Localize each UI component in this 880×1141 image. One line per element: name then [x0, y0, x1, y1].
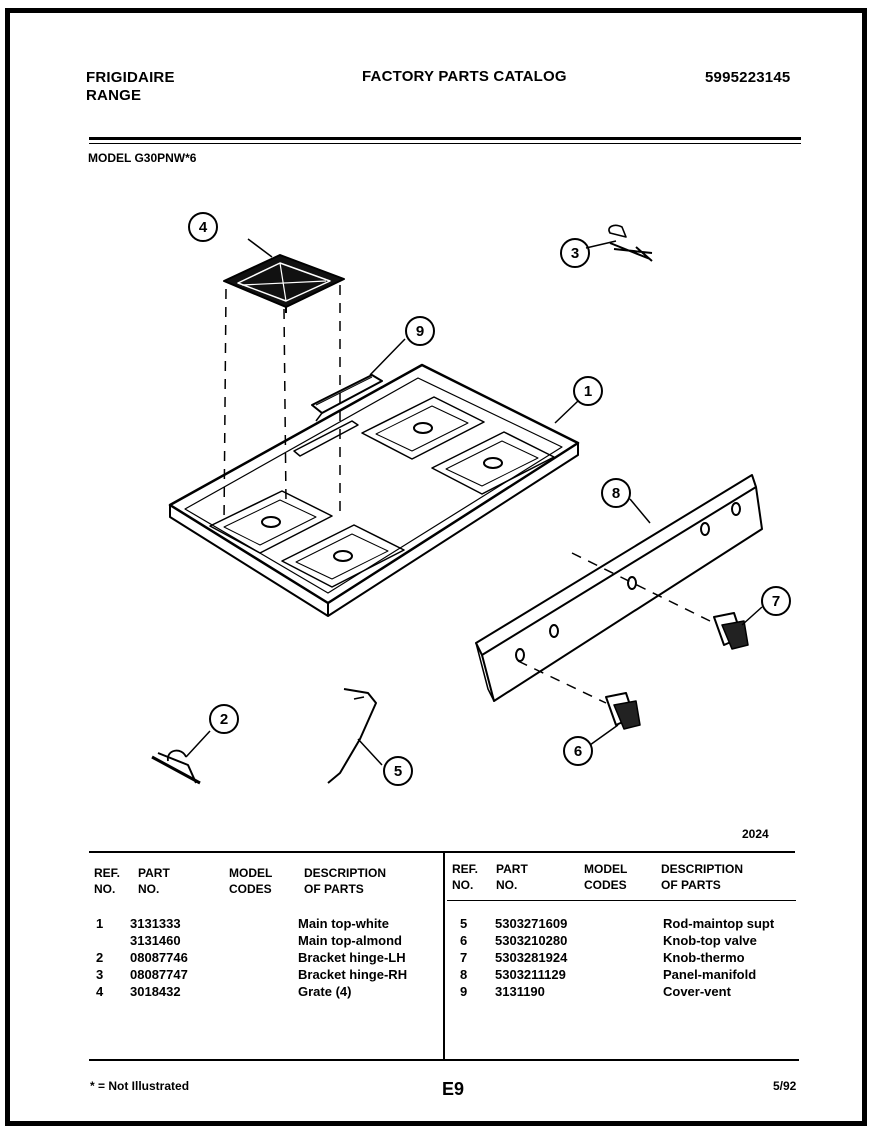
- part-knob-thermo: [713, 606, 763, 650]
- left-row-1-part: 3131333: [130, 916, 181, 931]
- figure-code: 2024: [742, 827, 769, 841]
- callout-4: 4: [199, 219, 208, 236]
- callout-3: 3: [571, 245, 579, 262]
- left-row-4-ref: 3: [96, 967, 104, 982]
- part-bracket-hinge-lh: [151, 730, 211, 785]
- right-row-4-desc: Panel-manifold: [663, 967, 757, 982]
- table-top-rule: [89, 851, 795, 853]
- header-rule-thick: [89, 137, 801, 140]
- catalog-title: FACTORY PARTS CATALOG: [362, 68, 567, 85]
- page-number: E9: [442, 1079, 465, 1099]
- part-grate: [223, 238, 345, 313]
- left-row-5-ref: 4: [96, 984, 104, 999]
- part-bracket-hinge-rh: [585, 224, 653, 262]
- left-row-5-desc: Grate (4): [298, 984, 352, 999]
- right-row-3-ref: 7: [460, 950, 468, 965]
- callout-6: 6: [574, 743, 582, 760]
- callout-5: 5: [394, 763, 402, 780]
- right-row-1-ref: 5: [460, 916, 468, 931]
- right-row-2-desc: Knob-top valve: [663, 933, 757, 948]
- model-number: MODEL G30PNW*6: [88, 151, 197, 165]
- left-row-2-part: 3131460: [130, 933, 181, 948]
- left-row-1-desc: Main top-white: [298, 916, 389, 931]
- right-header-ref: REF. NO.: [452, 862, 479, 892]
- part-main-top: [168, 363, 580, 617]
- part-support-rod: [327, 688, 383, 784]
- callout-1: 1: [584, 383, 592, 400]
- right-header-desc: DESCRIPTION OF PARTS: [661, 862, 744, 892]
- callout-8: 8: [612, 485, 620, 502]
- right-header-underline: [447, 900, 796, 901]
- table-center-divider: [443, 851, 445, 1061]
- product-type: RANGE: [86, 87, 142, 104]
- revision-date: 5/92: [773, 1079, 797, 1093]
- assembly-guides: [223, 285, 711, 704]
- right-row-4-part: 5303211129: [495, 967, 566, 982]
- right-row-1-desc: Rod-maintop supt: [663, 916, 775, 931]
- left-row-3-desc: Bracket hinge-LH: [298, 950, 406, 965]
- right-row-4-ref: 8: [460, 967, 468, 982]
- right-row-1-part: 5303271609: [495, 916, 568, 931]
- callout-2: 2: [220, 711, 228, 728]
- right-header-part: PART NO.: [496, 862, 528, 892]
- right-row-2-ref: 6: [460, 933, 468, 948]
- left-header-desc: DESCRIPTION OF PARTS: [304, 866, 387, 896]
- left-row-2-desc: Main top-almond: [298, 933, 402, 948]
- callout-circles: [188, 212, 791, 786]
- not-illustrated-note: * = Not Illustrated: [90, 1079, 190, 1093]
- part-knob-top-valve: [589, 692, 641, 746]
- right-row-3-part: 5303281924: [495, 950, 568, 965]
- right-row-5-part: 3131190: [495, 984, 545, 999]
- left-row-3-part: 08087746: [130, 950, 188, 965]
- right-row-2-part: 5303210280: [495, 933, 568, 948]
- callout-9: 9: [416, 323, 424, 340]
- right-row-5-desc: Cover-vent: [663, 984, 731, 999]
- right-header-model: MODEL CODES: [584, 862, 628, 892]
- left-row-4-desc: Bracket hinge-RH: [298, 967, 408, 982]
- exploded-parts-diagram: 1 2 3 4 5 6 7 8 9: [151, 212, 791, 786]
- right-row-5-ref: 9: [460, 984, 468, 999]
- catalog-number: 5995223145: [705, 69, 791, 86]
- left-row-1-ref: 1: [96, 916, 104, 931]
- table-bottom-rule: [89, 1059, 799, 1061]
- right-row-3-desc: Knob-thermo: [663, 950, 745, 965]
- brand-name: FRIGIDAIRE: [86, 69, 175, 86]
- callout-7: 7: [772, 593, 780, 610]
- left-row-5-part: 3018432: [130, 984, 181, 999]
- header-rule-thin: [89, 143, 801, 144]
- part-manifold-panel: [475, 474, 763, 702]
- left-row-3-ref: 2: [96, 950, 104, 965]
- part-vent-cover: [311, 338, 406, 422]
- left-header-model: MODEL CODES: [229, 866, 273, 896]
- left-row-4-part: 08087747: [130, 967, 188, 982]
- page-frame: FRIGIDAIRE RANGE FACTORY PARTS CATALOG 5…: [5, 8, 867, 1126]
- left-header-part: PART NO.: [138, 866, 170, 896]
- left-header-ref: REF. NO.: [94, 866, 121, 896]
